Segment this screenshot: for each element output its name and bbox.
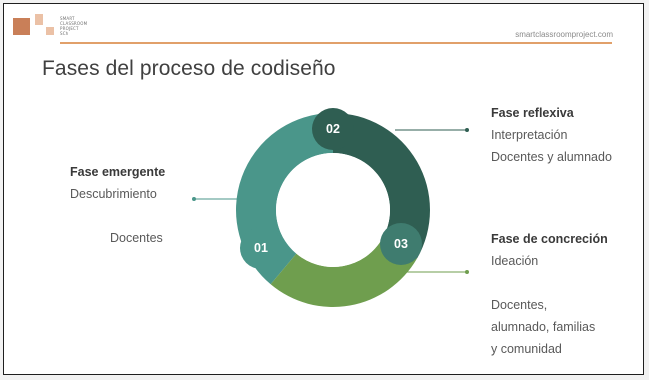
logo-line: PROJECT: [60, 26, 79, 31]
logo-line: CLASSROOM: [60, 21, 88, 26]
badge-03-label: 03: [394, 237, 408, 251]
phase-cycle-diagram: [192, 108, 469, 307]
badge-02: [312, 108, 354, 150]
page-title: Fases del proceso de codiseño: [42, 57, 336, 80]
logo-square-small-bottom: [46, 27, 54, 35]
phase-subtitle: Descubrimiento: [70, 187, 157, 201]
phase-concrecion: Fase de concreción Ideación Docentes, al…: [491, 228, 608, 360]
logo-text: SMART CLASSROOM PROJECT SCh: [60, 16, 87, 36]
phase-reflexiva: Fase reflexiva Interpretación Docentes y…: [491, 102, 612, 168]
phase-participants: Docentes: [110, 231, 163, 245]
logo-line: SCh: [60, 31, 69, 36]
slide: SMART CLASSROOM PROJECT SCh smartclassro…: [3, 3, 644, 375]
phase-title: Fase emergente: [70, 165, 166, 179]
connector-dot-emergente: [192, 197, 196, 201]
phase-subtitle: Ideación: [491, 254, 539, 268]
phase-participants-line: Docentes,: [491, 298, 548, 312]
logo-square-small-top: [35, 14, 43, 25]
connector-dot-concrecion: [465, 270, 469, 274]
logo: [13, 14, 54, 35]
phase-participants: Docentes y alumnado: [491, 150, 612, 164]
phase-participants-line: alumnado, familias: [491, 320, 596, 334]
logo-square-large: [13, 18, 30, 35]
phase-participants-line: y comunidad: [491, 342, 562, 356]
ring-center: [276, 153, 390, 267]
badge-01: [240, 227, 282, 269]
ring-segment-reflexiva: [333, 113, 430, 259]
logo-line: SMART: [60, 16, 75, 21]
header-divider: [60, 42, 612, 44]
phase-subtitle: Interpretación: [491, 128, 568, 142]
phase-title: Fase de concreción: [491, 232, 608, 246]
phase-emergente: Fase emergente Descubrimiento Docentes: [70, 161, 165, 249]
badge-02-label: 02: [326, 122, 340, 136]
phase-title: Fase reflexiva: [491, 106, 574, 120]
header-url: smartclassroomproject.com: [515, 30, 613, 39]
badge-03: [380, 223, 422, 265]
connector-dot-reflexiva: [465, 128, 469, 132]
badge-01-label: 01: [254, 241, 268, 255]
ring-segment-concrecion: [270, 238, 418, 307]
